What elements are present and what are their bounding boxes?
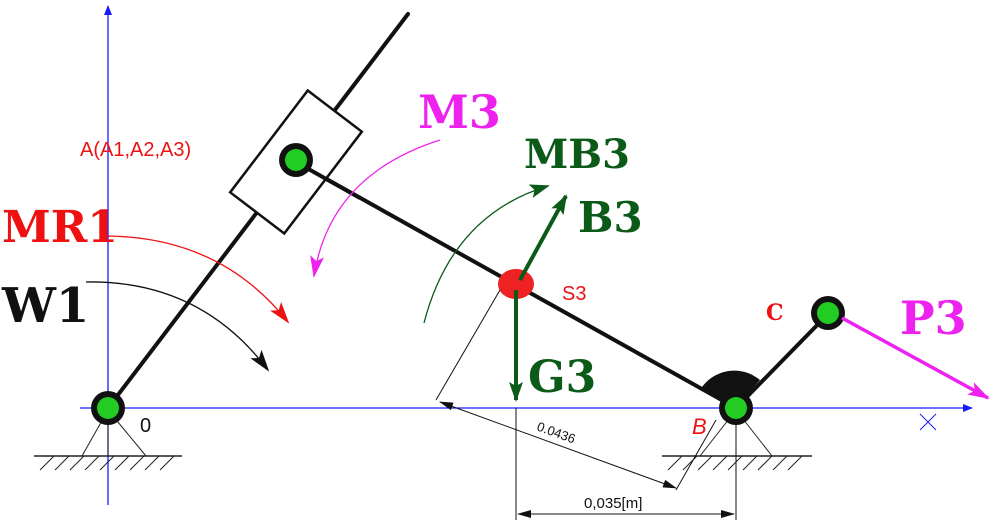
force-p3-arrow — [841, 316, 990, 400]
point-c-label: C — [766, 300, 784, 326]
joint-b — [719, 391, 753, 425]
dim-slanted-line — [439, 401, 677, 489]
force-b3-label: B3 — [578, 193, 643, 242]
moment-mr1-label: MR1 — [2, 202, 118, 253]
force-p3-label: P3 — [900, 291, 967, 345]
omega-1-label: W1 — [1, 278, 89, 334]
moment-mb3-label: MB3 — [524, 131, 630, 178]
force-b3-arrow — [518, 194, 568, 281]
moment-m3-arc — [310, 139, 441, 278]
link-bc — [734, 312, 830, 410]
force-g3-label: G3 — [528, 352, 596, 403]
point-b-label: B — [692, 414, 707, 439]
moment-m3-label: M3 — [418, 85, 501, 139]
joint-o — [91, 391, 125, 425]
links — [106, 12, 830, 410]
dim-slanted-label: 0.0436 — [535, 419, 577, 447]
center-s3-label: S3 — [562, 283, 586, 305]
dim-horizontal-label: 0,035[m] — [584, 495, 642, 512]
axes — [80, 5, 973, 505]
point-a-label: A(A1,A2,A3) — [80, 139, 191, 161]
center-of-mass-s3 — [498, 269, 534, 299]
moment-mb3-arc — [423, 184, 550, 324]
joint-a — [279, 143, 313, 177]
origin-label: 0 — [140, 415, 151, 437]
omega-1-arc — [85, 281, 270, 372]
moment-mr1-arc — [103, 235, 290, 324]
dimension-lines — [435, 289, 737, 520]
joint-b-sector — [700, 370, 760, 408]
x-axis-cross-mark — [919, 413, 937, 431]
joint-c — [811, 296, 845, 330]
